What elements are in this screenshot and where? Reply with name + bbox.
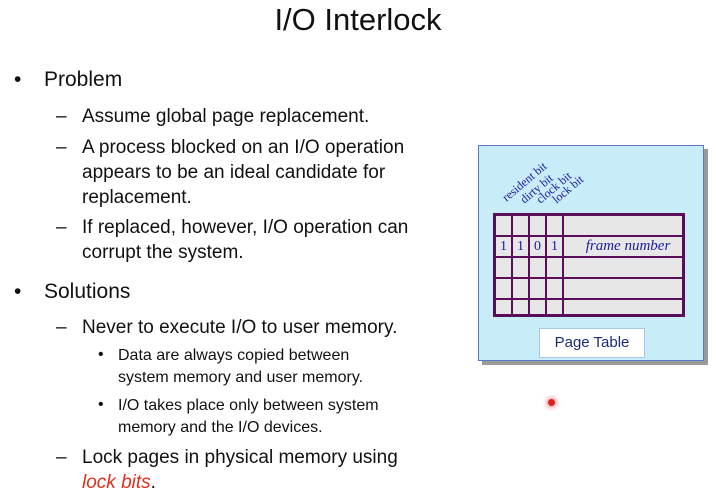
slide-title: I/O Interlock [274, 2, 442, 37]
table-row [496, 300, 682, 314]
dash-icon: – [56, 217, 67, 238]
bullet-icon: • [14, 280, 22, 303]
pointer-dot [548, 399, 555, 406]
lock-bits-emphasis: lock bits [82, 472, 151, 493]
page-table: 1 1 0 1 frame number [493, 213, 685, 317]
resident-bit-value: 1 [500, 239, 507, 254]
clock-bit-value: 0 [534, 239, 541, 254]
dirty-bit-value: 1 [517, 239, 524, 254]
lock-bit-value: 1 [551, 239, 558, 254]
dash-icon: – [56, 447, 67, 468]
table-row [496, 258, 682, 277]
table-row [496, 279, 682, 298]
dash-icon: – [56, 137, 67, 158]
page-table-figure: resident bit dirty bit clock bit lock bi… [478, 145, 704, 361]
bullet-icon: • [98, 396, 104, 413]
dash-icon: – [56, 317, 67, 338]
dash-icon: – [56, 106, 67, 127]
bullet-icon: • [98, 346, 104, 363]
bullet-icon: • [14, 68, 22, 91]
page-table-caption: Page Table [539, 328, 645, 358]
table-row [496, 216, 682, 235]
frame-number-label: frame number [585, 238, 671, 254]
table-row: 1 1 0 1 frame number [496, 237, 682, 256]
